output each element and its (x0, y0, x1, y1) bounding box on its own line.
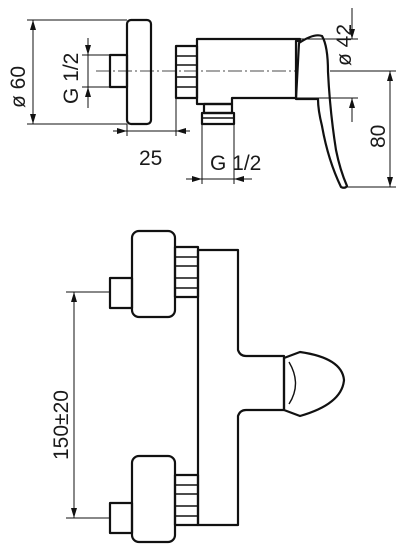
label-height-80: 80 (367, 125, 390, 148)
lower-rosette (130, 454, 177, 544)
dim-height-80: 80 (330, 70, 396, 188)
dim-inlet-spacing: 150±20 (50, 291, 110, 519)
mixer-body (195, 37, 302, 106)
upper-hex-nut (173, 245, 200, 299)
dim-outlet-thread: G 1/2 (186, 124, 261, 184)
wall-rosette (125, 18, 153, 126)
dim-diameter-42: ø 42 (296, 8, 358, 122)
front-lever-handle (282, 350, 346, 418)
lower-inlet-stub (108, 501, 134, 535)
label-offset-25: 25 (139, 147, 162, 170)
front-lever-detail (288, 361, 297, 405)
outlet-stub (200, 102, 236, 126)
dim-inlet-thread: G 1/2 (60, 38, 110, 108)
hex-nut (174, 44, 199, 100)
lever-handle (294, 34, 349, 189)
front-mixer-body (196, 248, 286, 527)
front-view: 150±20 (50, 229, 346, 544)
side-view: ø 60 G 1/2 ø 42 80 (7, 8, 396, 189)
label-outlet-thread: G 1/2 (210, 152, 261, 175)
label-diameter-42: ø 42 (333, 24, 356, 66)
label-inlet-thread: G 1/2 (60, 53, 83, 104)
upper-inlet-stub (108, 276, 134, 310)
label-diameter-60: ø 60 (7, 66, 30, 108)
dim-offset-25: 25 (113, 98, 190, 170)
label-inlet-spacing: 150±20 (50, 390, 73, 460)
upper-rosette (130, 229, 177, 319)
dim-diameter-60: ø 60 (7, 19, 127, 125)
lower-hex-nut (173, 473, 200, 527)
